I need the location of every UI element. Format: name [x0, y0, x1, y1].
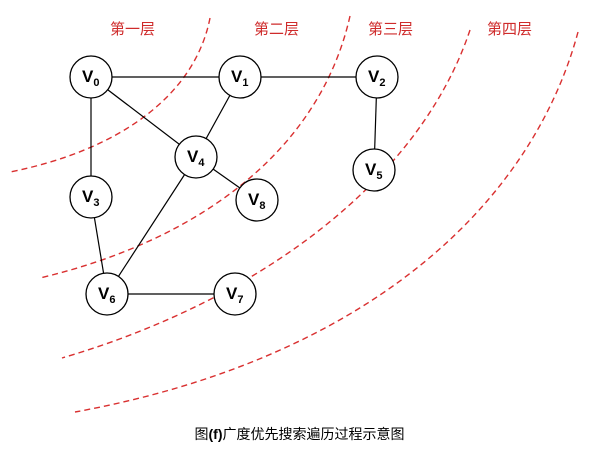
node-label: V4 — [187, 147, 205, 169]
node-circle — [355, 55, 399, 99]
node-circle — [213, 272, 257, 316]
edge-v4-v6 — [106, 156, 197, 295]
node-circle — [69, 55, 113, 99]
node-letter: V — [226, 284, 238, 303]
layer-label-2: 第二层 — [254, 20, 299, 38]
layer-label-3: 第三层 — [368, 20, 413, 38]
node-letter: V — [187, 147, 199, 166]
node-letter: V — [248, 190, 260, 209]
node-v8: V8 — [235, 178, 279, 222]
node-label: V7 — [226, 284, 243, 306]
caption-prefix: 图 — [194, 427, 209, 443]
node-v7: V7 — [213, 272, 257, 316]
node-v3: V3 — [69, 175, 113, 219]
node-circle — [69, 175, 113, 219]
node-label: V8 — [248, 190, 265, 212]
layer-boundary-3 — [61, 29, 471, 359]
node-v6: V6 — [85, 272, 129, 316]
node-label: V1 — [231, 67, 248, 89]
node-subscript: 5 — [376, 170, 382, 182]
node-label: V6 — [98, 284, 115, 306]
node-subscript: 2 — [379, 77, 385, 89]
node-subscript: 6 — [109, 294, 115, 306]
node-circle — [218, 55, 262, 99]
node-subscript: 7 — [237, 294, 243, 306]
node-label: V0 — [82, 67, 99, 89]
node-subscript: 0 — [93, 77, 99, 89]
layer-label-1: 第一层 — [110, 20, 155, 38]
node-subscript: 3 — [93, 197, 99, 209]
edge-v0-v4 — [90, 76, 197, 158]
node-v5: V5 — [352, 148, 396, 192]
node-subscript: 1 — [242, 77, 248, 89]
node-v0: V0 — [69, 55, 113, 99]
node-circle — [235, 178, 279, 222]
node-label: V2 — [368, 67, 385, 89]
node-subscript: 4 — [198, 157, 205, 169]
node-v1: V1 — [218, 55, 262, 99]
node-circle — [174, 135, 218, 179]
node-letter: V — [231, 67, 243, 86]
node-letter: V — [98, 284, 110, 303]
node-label: V3 — [82, 187, 99, 209]
layer-label-4: 第四层 — [487, 20, 532, 38]
node-letter: V — [82, 187, 94, 206]
node-v2: V2 — [355, 55, 399, 99]
node-circle — [85, 272, 129, 316]
node-letter: V — [368, 67, 380, 86]
caption-text: 广度优先搜索遍历过程示意图 — [222, 427, 405, 443]
node-circle — [352, 148, 396, 192]
node-letter: V — [82, 67, 94, 86]
node-label: V5 — [365, 160, 382, 182]
layer-boundary-4 — [74, 31, 579, 413]
caption-figure-label: (f) — [208, 426, 223, 442]
node-subscript: 8 — [259, 200, 265, 212]
figure-caption: 图(f)广度优先搜索遍历过程示意图 — [0, 424, 599, 444]
node-letter: V — [365, 160, 377, 179]
node-v4: V4 — [174, 135, 218, 179]
edges-group — [90, 76, 378, 295]
